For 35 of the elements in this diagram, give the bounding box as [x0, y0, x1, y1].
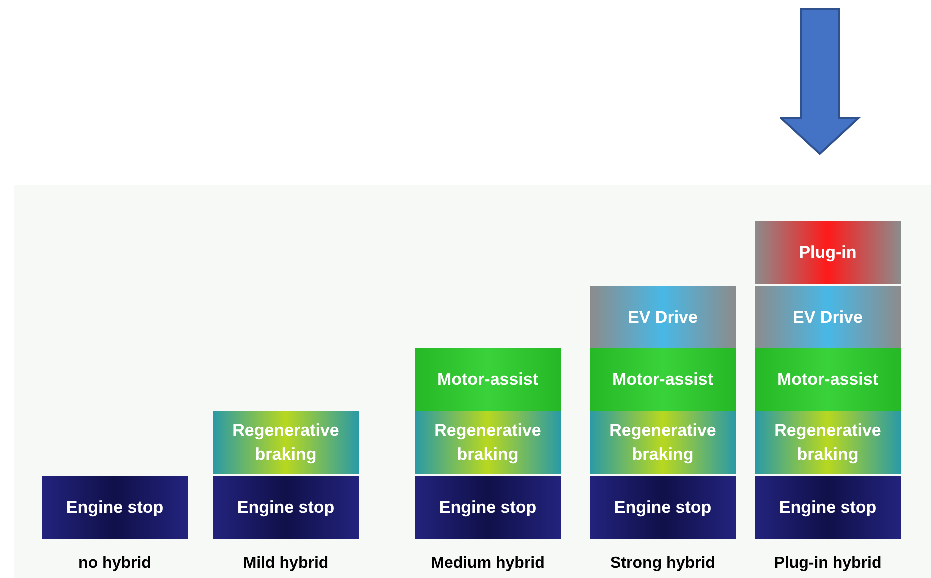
block-label: Engine stop [439, 496, 537, 519]
block-label: Motor-assist [612, 368, 714, 390]
engine-stop-block [590, 476, 736, 539]
block-label: Motor-assist [777, 368, 879, 390]
regenerative-braking-block [755, 411, 901, 474]
block-label: Engine stop [237, 496, 335, 519]
block-label: Motor-assist [437, 368, 539, 390]
motor-assist-block [415, 348, 561, 411]
plug-in-block [755, 221, 901, 284]
regenerative-braking-block [213, 411, 359, 474]
block-label: Engine stop [779, 496, 877, 519]
engine-stop-block [755, 476, 901, 539]
column-caption: Medium hybrid [431, 554, 545, 574]
block-label: Regenerative braking [774, 420, 882, 466]
column-caption: Plug-in hybrid [774, 554, 882, 574]
block-label: Engine stop [614, 496, 712, 519]
motor-assist-block [755, 348, 901, 411]
block-label: Plug-in [799, 242, 857, 264]
engine-stop-block [213, 476, 359, 539]
block-label: Regenerative braking [434, 420, 542, 466]
block-label: Regenerative braking [608, 420, 718, 466]
block-label: EV Drive [793, 306, 863, 328]
engine-stop-block [415, 476, 561, 539]
regenerative-braking-block [415, 411, 561, 474]
motor-assist-block [590, 348, 736, 411]
column-caption: Strong hybrid [610, 554, 716, 574]
block-label: EV Drive [628, 306, 698, 328]
engine-stop-block [42, 476, 188, 539]
regenerative-braking-block [590, 411, 736, 474]
column-caption: Mild hybrid [243, 554, 329, 574]
block-label: Regenerative braking [232, 420, 340, 466]
column-caption: no hybrid [78, 554, 152, 574]
block-label: Engine stop [66, 496, 164, 519]
ev-drive-block [755, 286, 901, 349]
ev-drive-block [590, 286, 736, 349]
